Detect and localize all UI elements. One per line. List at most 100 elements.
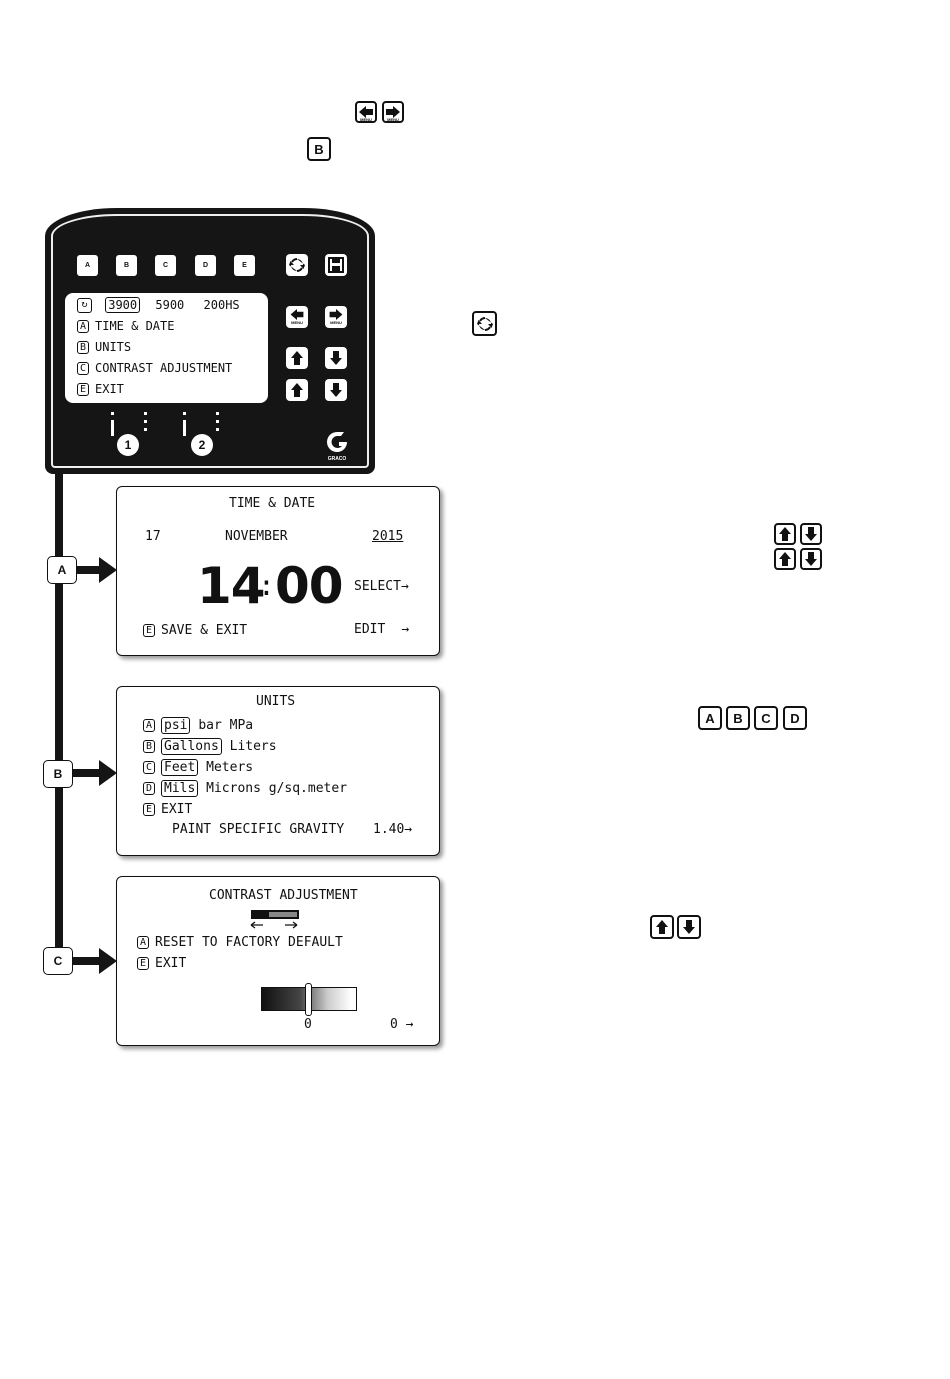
branch-c-bar: [62, 957, 100, 965]
model-5900: 5900: [155, 298, 185, 312]
contrast-exit[interactable]: E EXIT: [137, 956, 186, 971]
indicator-lights: [111, 412, 219, 436]
contrast-title: CONTRAST ADJUSTMENT: [209, 888, 358, 903]
flow-line: [55, 470, 63, 963]
down-arrow-key-2[interactable]: [325, 379, 347, 401]
hour-value[interactable]: 14: [197, 557, 266, 615]
lcd-item-units: UNITS: [95, 340, 132, 354]
branch-tag-c: C: [43, 947, 73, 975]
edit-arrow: →: [401, 622, 410, 637]
month-value[interactable]: NOVEMBER: [225, 529, 288, 544]
reset-cycle-icon[interactable]: [286, 254, 308, 276]
units-title: UNITS: [256, 694, 296, 709]
units-row-d[interactable]: D Mils Microns g/sq.meter: [143, 780, 348, 797]
units-selected-d: Mils: [161, 780, 199, 797]
left-arrow-menu-key-icon: MENU: [355, 101, 377, 123]
menu-left-key[interactable]: MENU: [286, 306, 308, 328]
select-label[interactable]: SELECT→: [354, 579, 409, 594]
contrast-slider-handle[interactable]: [305, 983, 312, 1016]
save-exit[interactable]: E SAVE & EXIT: [143, 623, 247, 638]
units-row-b[interactable]: B Gallons Liters: [143, 738, 277, 755]
branch-a-arrowhead: [99, 557, 117, 583]
controller-key-c[interactable]: C: [155, 255, 176, 276]
menu-right-key[interactable]: MENU: [325, 306, 347, 328]
units-exit[interactable]: E EXIT: [143, 802, 192, 817]
save-key-e: E: [143, 624, 155, 637]
up-arrow-key-icon: [774, 523, 796, 545]
units-selected-a: psi: [161, 717, 191, 734]
units-options-b: Liters: [229, 739, 277, 754]
contrast-key-e: E: [137, 957, 149, 970]
units-key-a: A: [143, 719, 155, 732]
units-row-c[interactable]: C Feet Meters: [143, 759, 254, 776]
time-date-title: TIME & DATE: [229, 496, 316, 511]
units-key-d: D: [143, 782, 155, 795]
lcd-item-time-date: TIME & DATE: [95, 319, 175, 333]
contrast-exit-label: EXIT: [155, 956, 187, 971]
branch-tag-b: B: [43, 760, 73, 788]
units-selected-b: Gallons: [161, 738, 222, 755]
key-a-icon: A: [698, 706, 722, 730]
contrast-key-a: A: [137, 936, 149, 949]
up-arrow-key-icon: [774, 548, 796, 570]
units-key-c: C: [143, 761, 155, 774]
up-arrow-key-2[interactable]: [286, 379, 308, 401]
gravity-value[interactable]: 1.40→: [373, 822, 413, 837]
units-options-c: Meters: [206, 760, 254, 775]
units-key-b: B: [143, 740, 155, 753]
b-key-icon: B: [307, 137, 331, 161]
units-options-a: bar MPa: [198, 718, 254, 733]
time-date-screen: TIME & DATE 17 NOVEMBER 2015 14 : 00 SEL…: [116, 486, 440, 656]
up-arrow-key-1[interactable]: [286, 347, 308, 369]
save-disk-icon[interactable]: [325, 254, 347, 276]
contrast-slider-value: 0: [304, 1017, 312, 1032]
down-arrow-key-icon: [800, 548, 822, 570]
graco-logo: GRACO: [322, 432, 352, 462]
contrast-right-value[interactable]: 0 →: [390, 1017, 414, 1032]
controller-key-d[interactable]: D: [195, 255, 216, 276]
down-arrow-key-icon: [800, 523, 822, 545]
units-options-d: Microns g/sq.meter: [206, 781, 348, 796]
edit-label[interactable]: EDIT →: [354, 622, 409, 637]
gravity-label: PAINT SPECIFIC GRAVITY: [172, 822, 345, 837]
key-c-icon: C: [754, 706, 778, 730]
model-3900: 3900: [105, 297, 141, 313]
down-arrow-key-icon: [677, 915, 701, 939]
controller-key-a[interactable]: A: [77, 255, 98, 276]
branch-tag-a: A: [47, 556, 77, 584]
save-exit-label: SAVE & EXIT: [161, 623, 248, 638]
branch-b-bar: [62, 769, 100, 777]
right-arrow-menu-key-icon: MENU: [382, 101, 404, 123]
time-separator: :: [258, 569, 275, 602]
contrast-screen: CONTRAST ADJUSTMENT A RESET TO FACTORY DE…: [116, 876, 440, 1046]
contrast-reset[interactable]: A RESET TO FACTORY DEFAULT: [137, 935, 343, 950]
units-selected-c: Feet: [161, 759, 199, 776]
contrast-gradient-icon: [250, 910, 299, 929]
key-b-icon: B: [726, 706, 750, 730]
cycle-icon: ↻: [77, 298, 92, 313]
units-key-e: E: [143, 803, 155, 816]
lcd-key-b: B: [77, 341, 89, 354]
contrast-reset-label: RESET TO FACTORY DEFAULT: [155, 935, 343, 950]
units-exit-label: EXIT: [161, 802, 193, 817]
up-arrow-key-icon: [650, 915, 674, 939]
day-value[interactable]: 17: [145, 529, 161, 544]
branch-c-arrowhead: [99, 948, 117, 974]
down-arrow-key-1[interactable]: [325, 347, 347, 369]
indicator-1: 1: [117, 434, 139, 456]
model-200hs: 200HS: [203, 298, 240, 312]
year-value[interactable]: 2015: [372, 529, 404, 544]
controller-key-e[interactable]: E: [234, 255, 255, 276]
lcd-key-c: C: [77, 362, 89, 375]
lcd-item-exit: EXIT: [95, 382, 124, 396]
minute-value[interactable]: 00: [275, 557, 344, 615]
reset-cycle-key-icon: [472, 311, 497, 336]
branch-a-bar: [62, 566, 100, 574]
indicator-2: 2: [191, 434, 213, 456]
edit-text: EDIT: [354, 622, 386, 637]
controller-key-b[interactable]: B: [116, 255, 137, 276]
lcd-key-e: E: [77, 383, 89, 396]
